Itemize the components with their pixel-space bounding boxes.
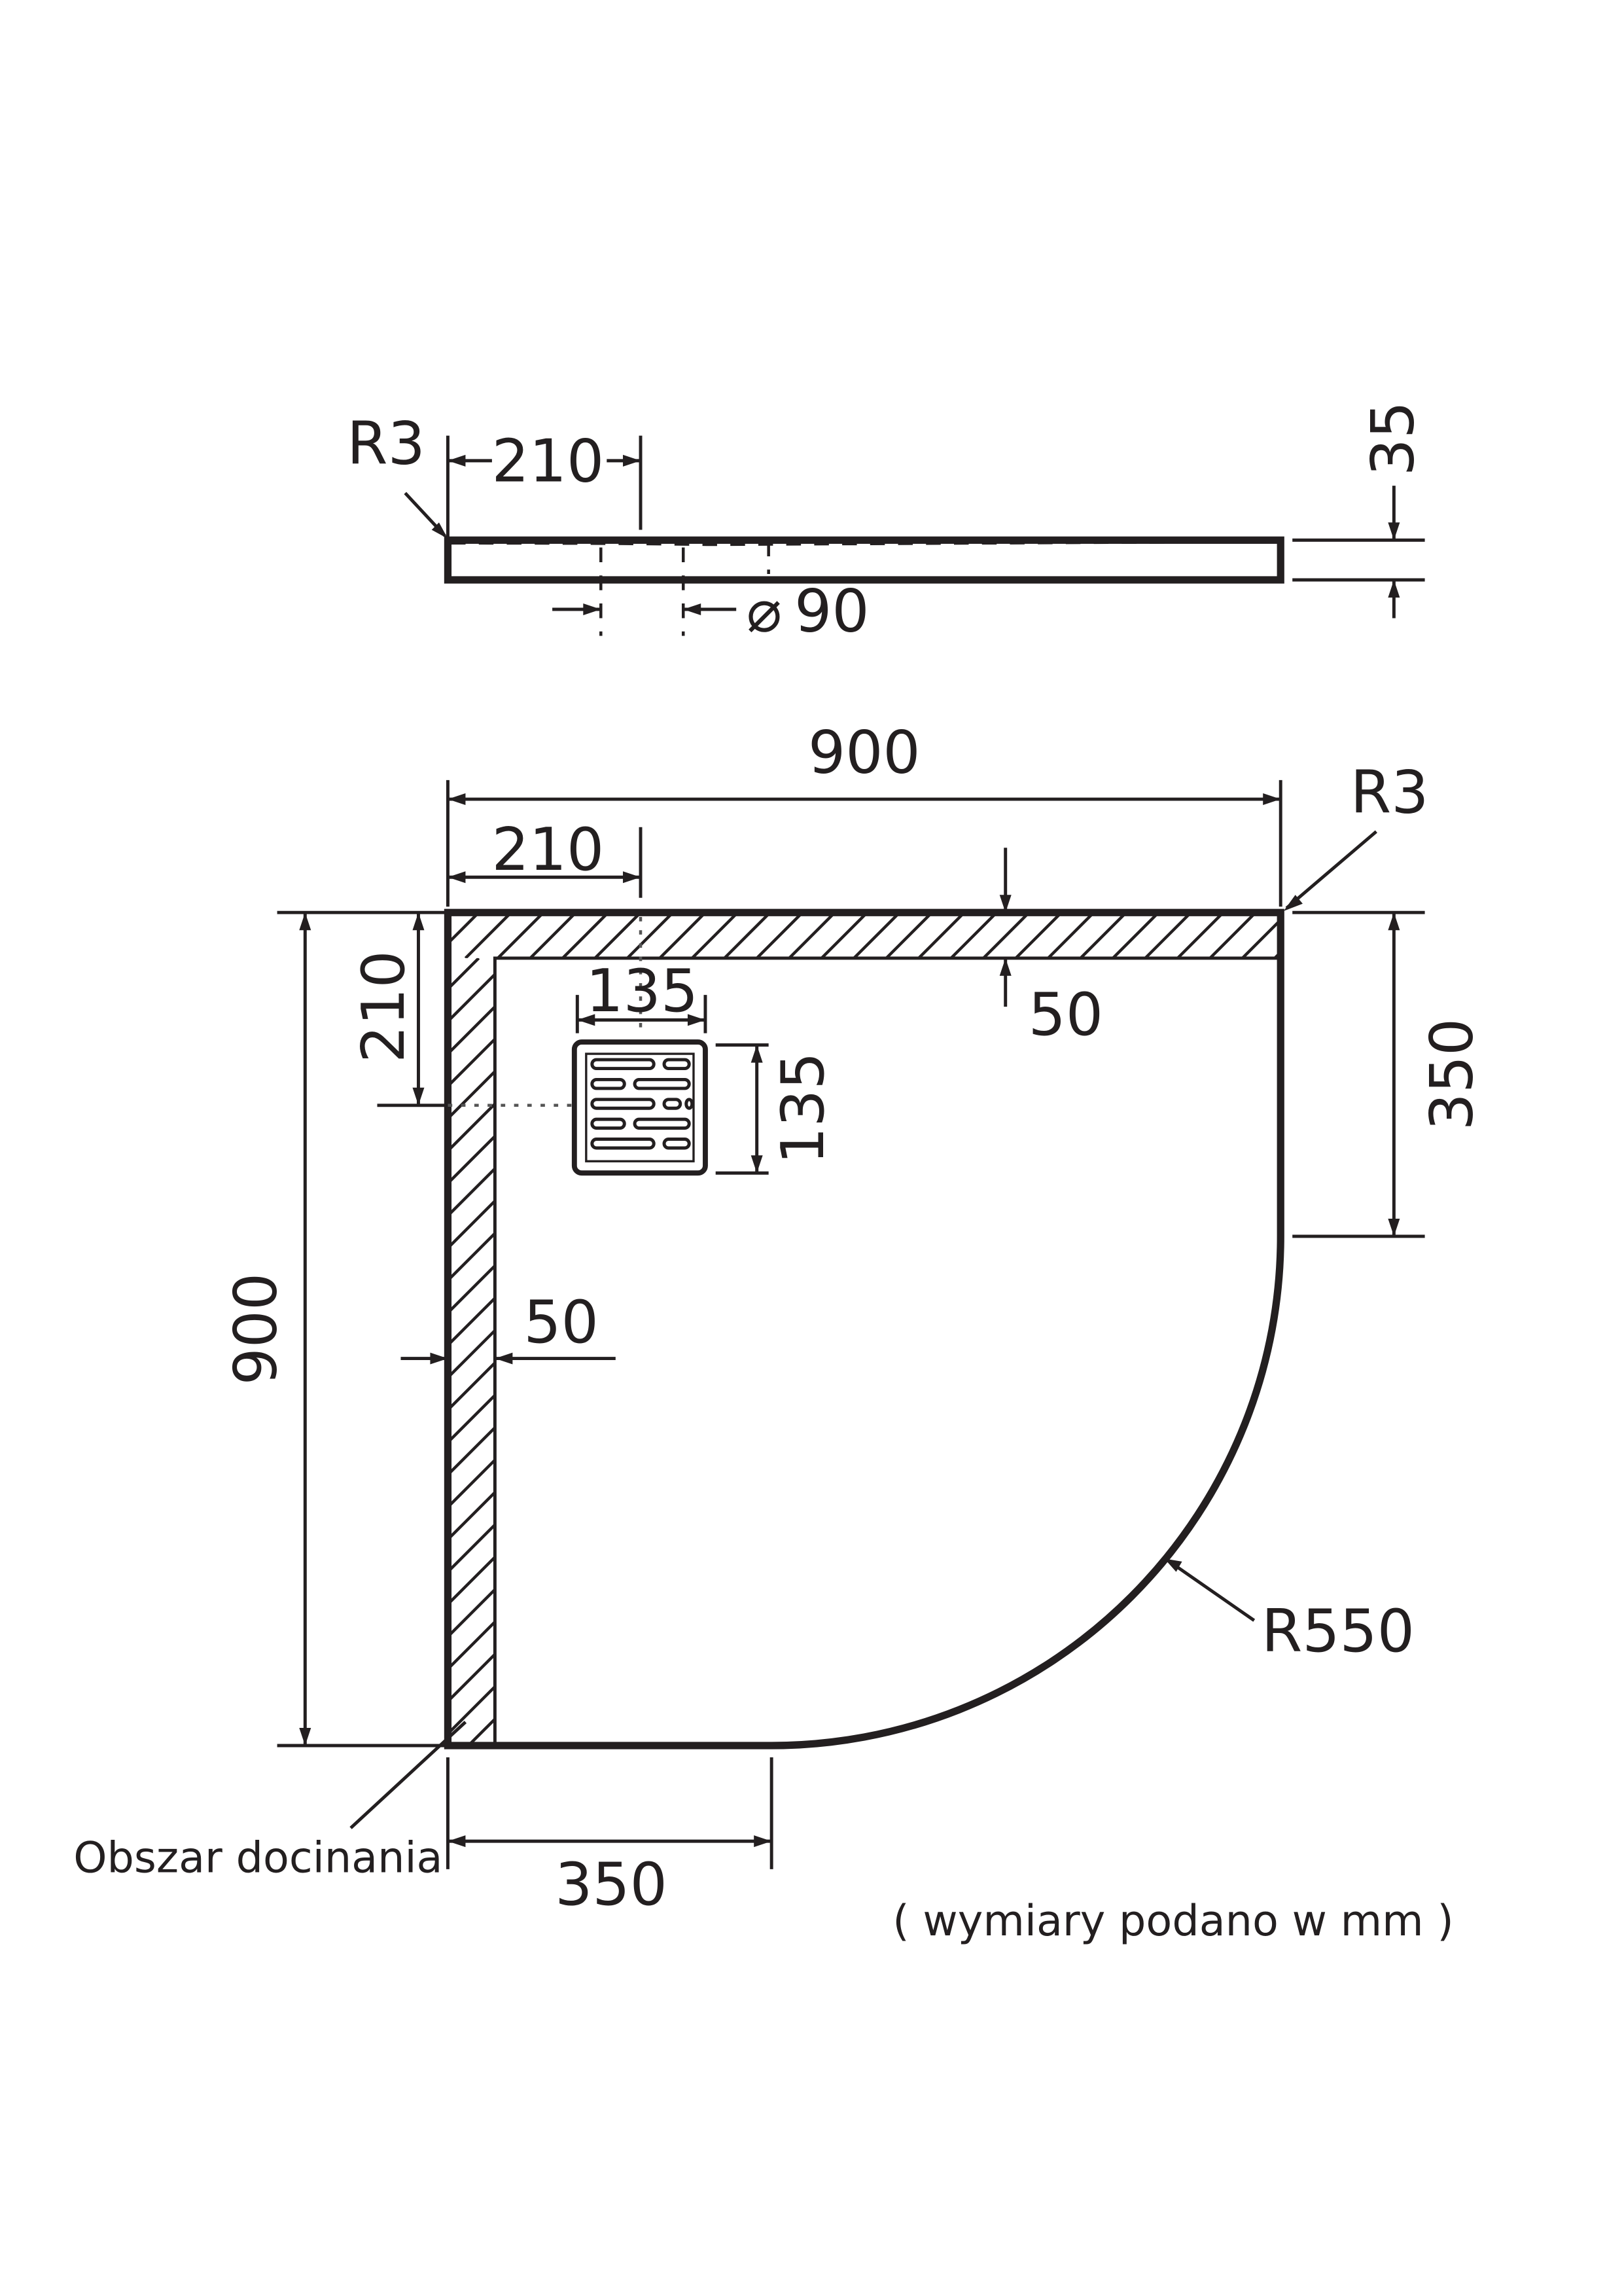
hatch-line xyxy=(1047,912,1095,958)
plan-straight-right: 350 xyxy=(1419,1018,1487,1131)
hatch-line xyxy=(626,912,675,958)
plan-straight-bottom: 350 xyxy=(555,1851,667,1919)
grate-slot xyxy=(633,1117,691,1130)
hatch-line xyxy=(446,1069,495,1122)
grate-slot xyxy=(662,1098,682,1110)
side-view-slab xyxy=(444,536,1284,584)
grate-slot xyxy=(590,1138,656,1150)
side-view-drain-offset: 210 xyxy=(492,427,605,495)
side-view-radius-label: R3 xyxy=(347,410,425,478)
grate-slot xyxy=(633,1077,691,1090)
plan-drain-offset-x: 210 xyxy=(492,816,605,884)
side-view-diameter-symbol: ⌀ xyxy=(747,578,782,646)
plan-drain-offset-y: 210 xyxy=(350,950,418,1063)
hatch-line xyxy=(885,912,933,958)
hatch-line xyxy=(1112,912,1160,958)
grate-slot xyxy=(662,1058,691,1071)
plan-width-top: 900 xyxy=(808,719,921,787)
grate-slot xyxy=(684,1098,694,1110)
hatch-line xyxy=(1079,912,1127,958)
hatch-line xyxy=(889,958,1624,1746)
hatch-line xyxy=(821,912,868,958)
side-view-thickness: 35 xyxy=(1360,401,1428,476)
plan-arc-radius: R550 xyxy=(1262,1598,1415,1666)
hatch-line xyxy=(917,912,966,958)
hatch-line xyxy=(1209,912,1257,958)
plan-grate-width: 135 xyxy=(586,958,698,1026)
hatch-line xyxy=(756,912,803,958)
plan-view: 900 R3 210 50 210 135 xyxy=(73,719,1624,1946)
trim-area-label: Obszar docinania xyxy=(73,1833,442,1882)
hatch-line xyxy=(446,1587,495,1641)
hatch-line xyxy=(1176,912,1225,958)
plan-grate-height: 135 xyxy=(769,1052,838,1164)
grate-slot xyxy=(590,1058,656,1071)
grate-slot xyxy=(590,1117,626,1130)
side-view-drain-diameter: 90 xyxy=(794,578,869,646)
grate-slot xyxy=(662,1138,691,1150)
hatch-line xyxy=(446,1328,495,1382)
tray-outline xyxy=(444,908,1284,1749)
hatch-line xyxy=(464,912,512,958)
plan-trim-width-left: 50 xyxy=(523,1289,598,1357)
trim-zone-left xyxy=(446,958,1624,1746)
trim-zone-top xyxy=(446,912,1353,958)
drain-grate xyxy=(571,1039,708,1176)
hatch-line xyxy=(853,912,901,958)
hatch-line xyxy=(561,912,610,958)
hatch-line xyxy=(1014,912,1063,958)
hatch-line xyxy=(982,912,1031,958)
side-view: 210 R3 ⌀ 90 35 xyxy=(347,401,1427,646)
hatch-line xyxy=(691,912,739,958)
plan-corner-radius: R3 xyxy=(1350,759,1429,827)
hatch-line xyxy=(949,912,998,958)
hatch-line xyxy=(824,958,1612,1746)
hatch-line xyxy=(593,912,642,958)
hatch-line xyxy=(1307,912,1353,958)
hatch-line xyxy=(497,912,545,958)
hatch-line xyxy=(1144,912,1192,958)
grate-slot xyxy=(590,1077,626,1090)
hatch-line xyxy=(446,1296,495,1349)
grate-slot xyxy=(590,1098,656,1110)
hatch-line xyxy=(658,912,707,958)
plan-height-left: 900 xyxy=(222,1273,290,1386)
hatch-line xyxy=(446,912,480,947)
plan-trim-width-top: 50 xyxy=(1029,981,1103,1049)
hatch-line xyxy=(529,912,577,958)
hatch-line xyxy=(857,958,1624,1746)
units-note: ( wymiary podano w mm ) xyxy=(892,1896,1454,1946)
hatch-line xyxy=(788,912,836,958)
hatch-line xyxy=(723,912,771,958)
